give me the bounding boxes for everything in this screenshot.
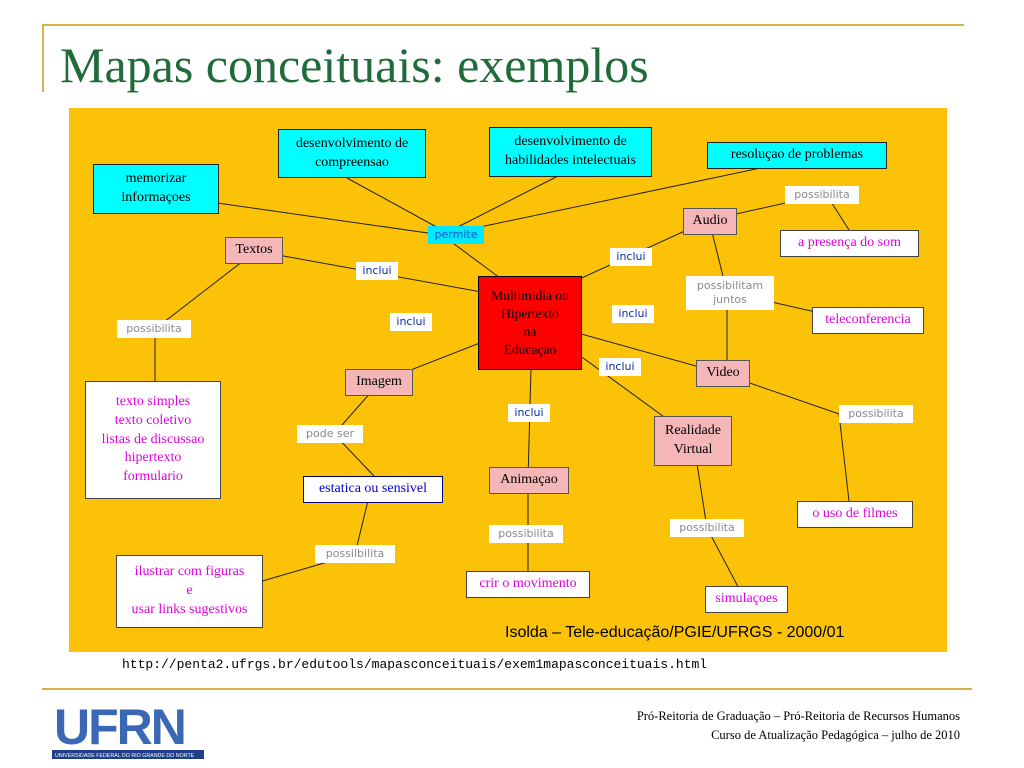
svg-text:UFRN: UFRN — [54, 700, 185, 755]
link-label-inclui-video: inclui — [612, 305, 654, 323]
link-label-inclui-textos: inclui — [356, 262, 398, 280]
link-label-pode-ser: pode ser — [297, 425, 363, 443]
svg-text:UNIVERSIDADE FEDERAL DO RIO GR: UNIVERSIDADE FEDERAL DO RIO GRANDE DO NO… — [55, 753, 195, 759]
link-label-inclui-animacao: inclui — [508, 404, 550, 422]
node-textolist: texto simples texto coletivo listas de d… — [85, 381, 221, 499]
ufrn-logo: UFRN UNIVERSIDADE FEDERAL DO RIO GRANDE … — [52, 700, 204, 762]
line-possibilita-filmes — [838, 413, 850, 502]
link-label-inclui-audio: inclui — [610, 248, 652, 266]
link-label-possibilita-realidade: possibilita — [670, 519, 744, 537]
slide-title: Mapas conceituais: exemplos — [60, 37, 649, 93]
link-label-possibilita-animacao: possibilita — [489, 525, 563, 543]
source-url: http://penta2.ufrgs.br/edutools/mapascon… — [122, 657, 708, 672]
link-label-possibilita-audio: possibilita — [785, 186, 859, 204]
diagram-credit: Isolda – Tele-educação/PGIE/UFRGS - 2000… — [505, 624, 845, 641]
node-simulacoes: simulaçoes — [705, 586, 788, 613]
node-audio: Audio — [683, 208, 737, 235]
footer-line-1: Pró-Reitoria de Graduação – Pró-Reitoria… — [636, 709, 960, 723]
line-compreensao-permite — [346, 177, 443, 231]
node-filmes: o uso de filmes — [797, 501, 913, 528]
node-textos: Textos — [225, 237, 283, 264]
link-label-possilbilita: possilbilita — [315, 545, 395, 563]
line-resolucao-permite — [441, 164, 776, 236]
node-estatica: estatica ou sensivel — [303, 476, 443, 503]
node-memorizar: memorizar informaçoes — [93, 164, 219, 214]
node-compreensao: desenvolvimento de compreensao — [278, 129, 426, 178]
node-animacao: Animaçao — [489, 467, 569, 494]
concept-map: memorizar informaçoes desenvolvimento de… — [69, 108, 947, 652]
footer-line-2: Curso de Atualização Pedagógica – julho … — [711, 728, 960, 743]
link-label-inclui-realidade: inclui — [599, 358, 641, 376]
line-habilidades-permite — [441, 175, 559, 236]
node-presenca: a presença do som — [780, 230, 919, 257]
link-label-possibilita-video: possibilita — [839, 405, 913, 423]
node-habilidades: desenvolvimento de habilidades intelectu… — [489, 127, 652, 177]
footer-rule — [42, 688, 972, 690]
footer-text: Pró-Reitoria de Graduação – Pró-Reitoria… — [637, 707, 960, 746]
node-video: Video — [696, 360, 750, 387]
line-textos-possibilita — [154, 250, 257, 330]
frame-left-line — [42, 24, 44, 92]
node-teleconferencia: teleconferencia — [812, 307, 924, 334]
node-realidade: Realidade Virtual — [654, 416, 732, 466]
link-label-possibilita-textos: possibilita — [117, 320, 191, 338]
node-ilustrar: ilustrar com figuras e usar links sugest… — [116, 555, 263, 628]
link-label-inclui-imagem: inclui — [390, 313, 432, 331]
frame-top-line — [42, 24, 964, 26]
link-label-possibilitam-juntos: possibilitam juntos — [686, 276, 774, 310]
node-resolucao: resoluçao de problemas — [707, 142, 887, 169]
node-imagem: Imagem — [345, 369, 413, 396]
node-central: Multimidia ou Hipertexto na Educaçao — [478, 276, 582, 370]
link-label-permite: permite — [428, 226, 484, 244]
node-movimento: crir o movimento — [466, 571, 590, 598]
line-central-animacao — [527, 367, 532, 480]
